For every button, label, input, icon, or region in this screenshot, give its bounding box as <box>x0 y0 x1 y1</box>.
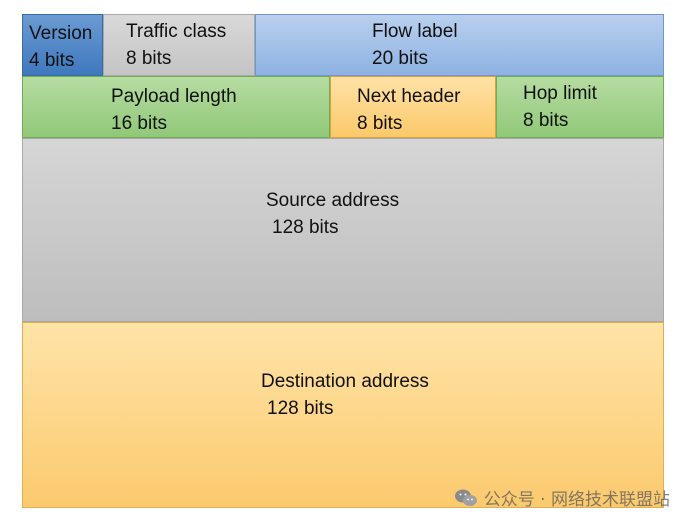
field-payload-length-size: 16 bits <box>111 113 167 134</box>
field-payload-length: Payload length 16 bits <box>22 76 330 138</box>
field-traffic-class-name: Traffic class <box>126 21 227 42</box>
field-version-text: Version 4 bits <box>29 20 92 74</box>
field-source-address: Source address 128 bits <box>22 138 664 322</box>
field-flow-label-size: 20 bits <box>372 48 428 69</box>
field-source-address-text: Source address 128 bits <box>266 187 399 241</box>
field-hop-limit-name: Hop limit <box>523 83 597 104</box>
field-traffic-class-size: 8 bits <box>126 48 172 69</box>
field-next-header: Next header 8 bits <box>330 76 496 138</box>
field-destination-address-size: 128 bits <box>267 398 334 419</box>
wechat-icon <box>454 488 478 508</box>
field-version-size: 4 bits <box>29 50 75 71</box>
field-traffic-class-text: Traffic class 8 bits <box>126 18 226 72</box>
field-destination-address-text: Destination address 128 bits <box>261 368 429 422</box>
field-flow-label-text: Flow label 20 bits <box>372 18 458 72</box>
field-payload-length-text: Payload length 16 bits <box>111 83 237 137</box>
field-next-header-size: 8 bits <box>357 113 403 134</box>
field-flow-label-name: Flow label <box>372 21 458 42</box>
field-hop-limit: Hop limit 8 bits <box>496 76 664 138</box>
field-next-header-name: Next header <box>357 86 461 107</box>
field-hop-limit-text: Hop limit 8 bits <box>523 80 597 134</box>
field-destination-address-name: Destination address <box>261 371 429 392</box>
field-source-address-name: Source address <box>266 190 400 211</box>
ipv6-header-diagram: Version 4 bits Traffic class 8 bits Flow… <box>22 14 664 508</box>
field-version-name: Version <box>29 23 93 44</box>
field-traffic-class: Traffic class 8 bits <box>103 14 255 76</box>
watermark: 公众号 · 网络技术联盟站 <box>454 485 670 510</box>
field-source-address-size: 128 bits <box>272 217 339 238</box>
field-payload-length-name: Payload length <box>111 86 237 107</box>
field-next-header-text: Next header 8 bits <box>357 83 461 137</box>
field-flow-label: Flow label 20 bits <box>255 14 664 76</box>
field-version: Version 4 bits <box>22 14 103 76</box>
field-destination-address: Destination address 128 bits <box>22 322 664 508</box>
field-hop-limit-size: 8 bits <box>523 110 569 131</box>
watermark-text: 公众号 · 网络技术联盟站 <box>483 490 670 510</box>
